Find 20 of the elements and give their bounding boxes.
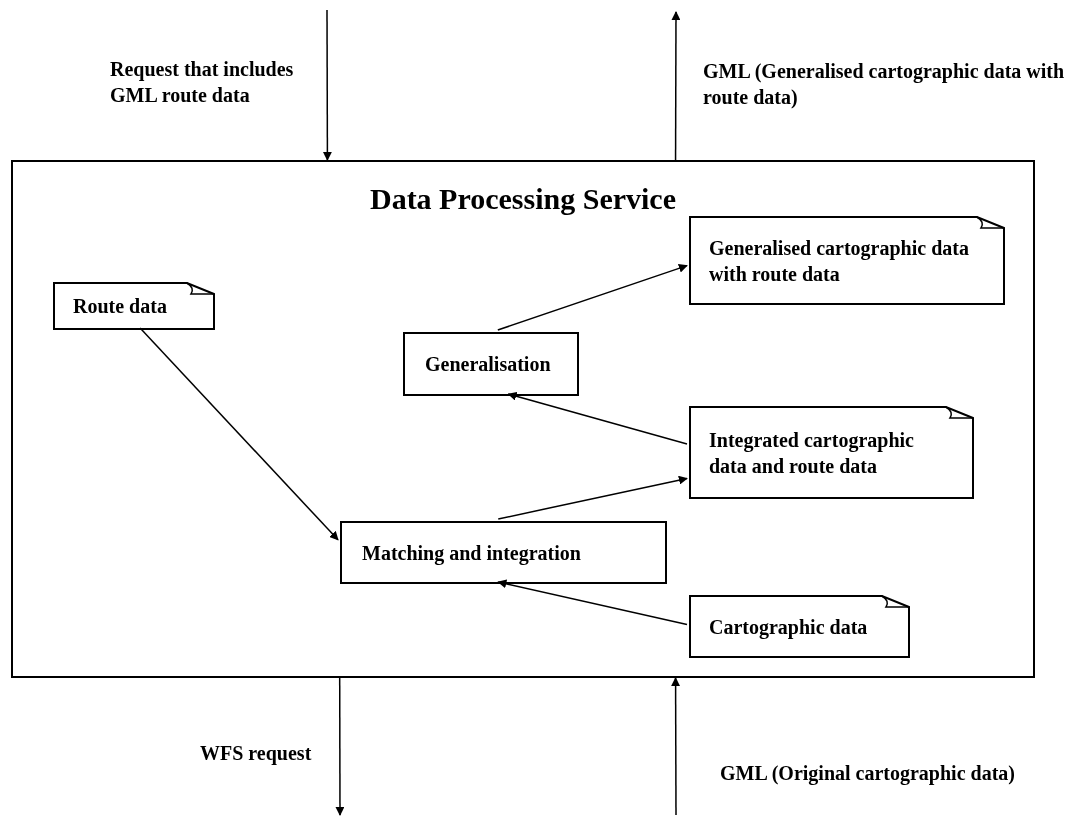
note-box [689,216,1005,305]
process-box [403,332,579,396]
note-box [689,595,910,658]
arrow [671,11,681,161]
node-label: Route data [73,294,167,319]
arrow [671,677,681,816]
arrow [335,677,345,816]
node-label: Cartographic data [709,614,868,640]
note-box [689,406,974,499]
process-box [340,521,667,584]
node-label: Integrated cartographic data and route data [709,427,915,479]
note-box [53,282,215,330]
arrow [497,263,688,331]
node-label: Matching and integration [362,540,581,566]
service-frame [11,160,1035,678]
frame-heading: Data Processing Service [368,182,677,216]
node-label: Generalisation [425,352,551,377]
arrow [322,9,332,161]
node-label: Generalised cartographic data with route data [709,235,970,287]
arrow [497,475,688,520]
